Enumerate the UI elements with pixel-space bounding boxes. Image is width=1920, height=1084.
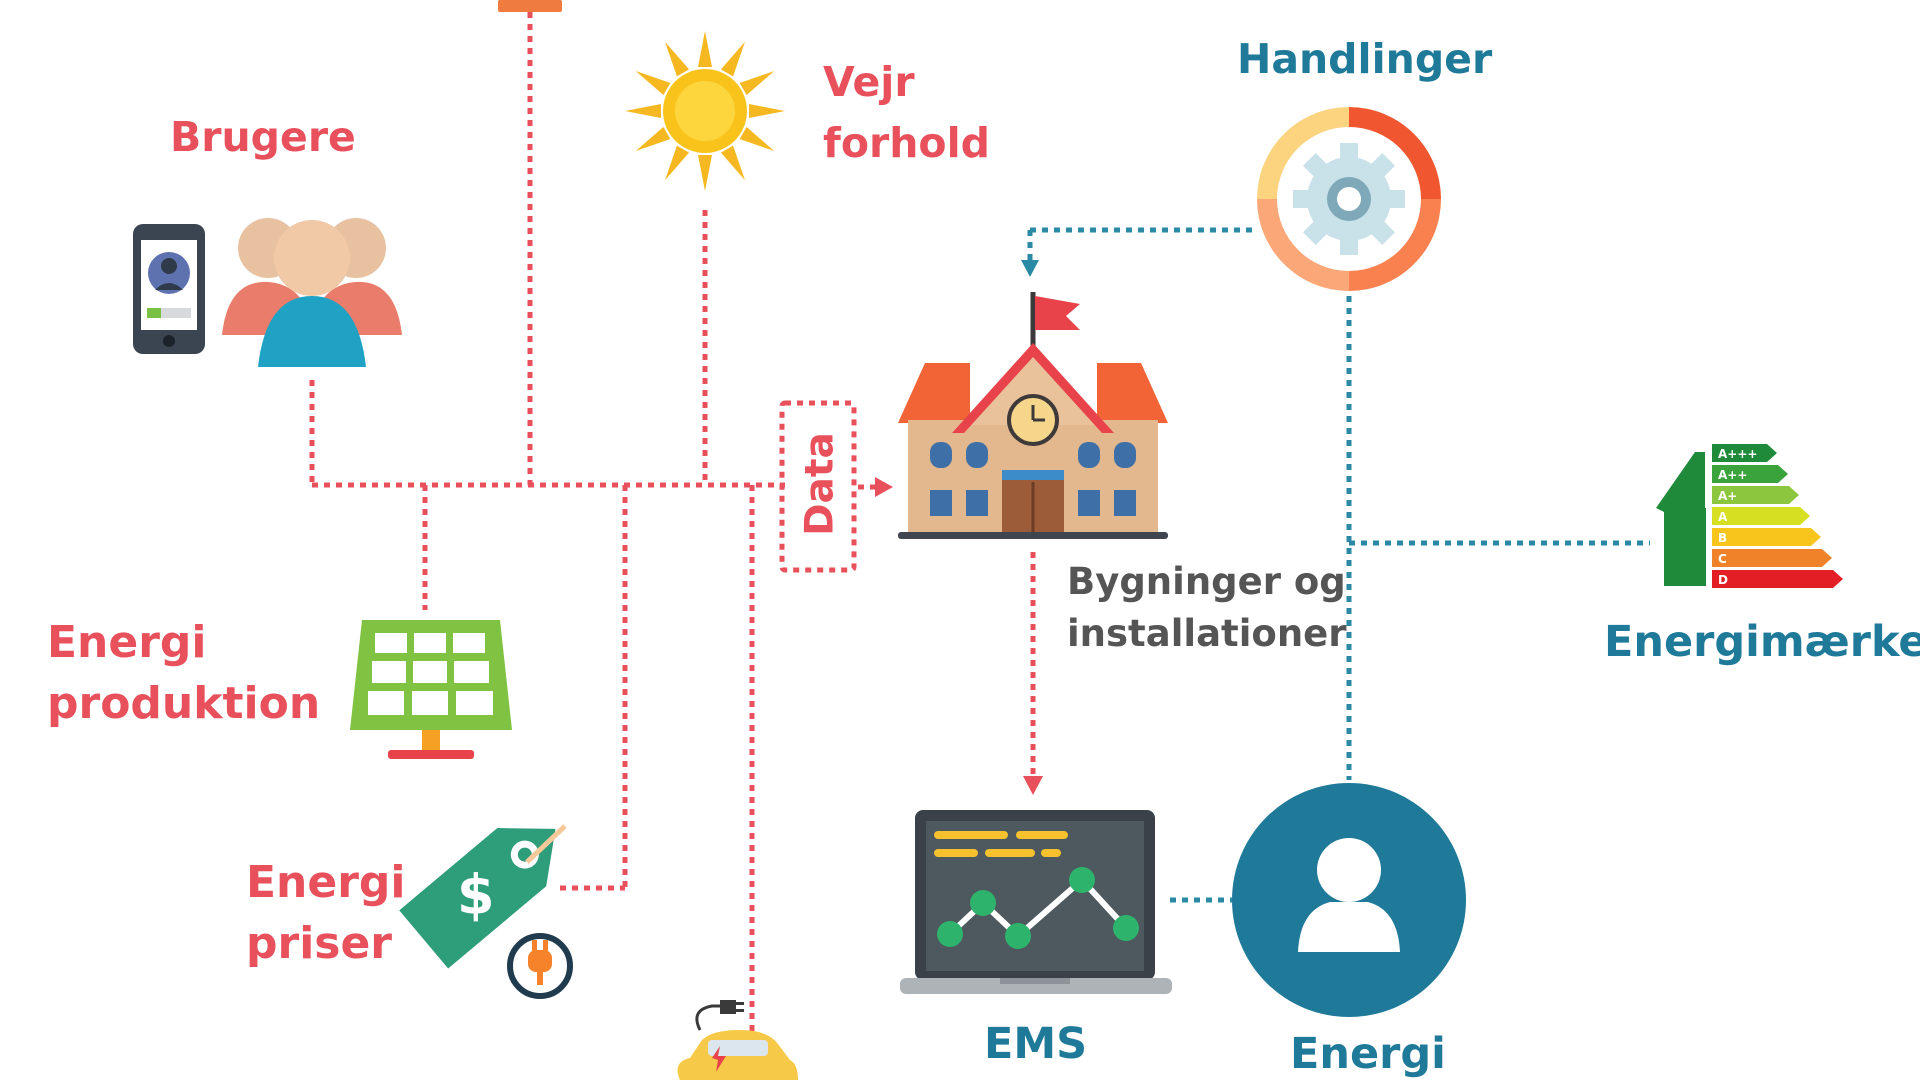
arrow-to-building bbox=[875, 477, 893, 497]
sun-icon bbox=[625, 31, 785, 191]
label-ems: EMS bbox=[984, 1018, 1087, 1072]
label-bygninger-line1: Bygninger og bbox=[1067, 556, 1347, 608]
laptop-chart-icon bbox=[900, 810, 1172, 994]
label-bygninger-line2: installationer bbox=[1067, 608, 1347, 660]
energy-rating-label: B bbox=[1718, 531, 1727, 545]
energy-rating-bar bbox=[1712, 570, 1843, 588]
users-icon bbox=[222, 218, 402, 367]
label-handlinger: Handlinger bbox=[1237, 34, 1492, 85]
energy-rating-label: D bbox=[1718, 573, 1728, 587]
svg-text:$: $ bbox=[457, 864, 495, 927]
label-energi-priser-line2: priser bbox=[246, 913, 406, 974]
energy-rating-label: A+++ bbox=[1718, 447, 1757, 461]
person-icon bbox=[1232, 783, 1466, 1017]
label-vejr-line1: Vejr bbox=[823, 52, 990, 113]
label-energi: Energi bbox=[1290, 1028, 1446, 1082]
energy-rating-bar bbox=[1712, 549, 1832, 567]
label-energi-produktion-line2: produktion bbox=[47, 673, 320, 734]
energy-rating-bar bbox=[1712, 528, 1821, 546]
arrow-to-ems bbox=[1023, 776, 1043, 795]
plug-icon bbox=[510, 936, 570, 996]
label-data: Data bbox=[798, 432, 843, 536]
electric-car-icon bbox=[678, 1000, 798, 1080]
top-partial-icon bbox=[498, 0, 562, 12]
label-bygninger: Bygninger og installationer bbox=[1067, 556, 1347, 660]
energy-rating-label: C bbox=[1718, 552, 1727, 566]
label-energi-priser: Energi priser bbox=[246, 852, 406, 974]
label-energi-produktion-line1: Energi bbox=[47, 612, 320, 673]
school-building-icon bbox=[898, 292, 1168, 539]
energy-rating-label: A bbox=[1718, 510, 1728, 524]
label-energi-produktion: Energi produktion bbox=[47, 612, 320, 734]
energy-rating-label: A+ bbox=[1718, 489, 1737, 503]
gear-ring-icon bbox=[1257, 107, 1441, 291]
label-brugere: Brugere bbox=[170, 112, 356, 163]
solar-panel-icon bbox=[350, 620, 512, 759]
label-energimaerker: Energimærker bbox=[1604, 616, 1920, 670]
energy-rating-label: A++ bbox=[1718, 468, 1747, 482]
label-data-box: Data bbox=[790, 404, 850, 564]
arrow-to-building-teal bbox=[1021, 260, 1039, 277]
phone-icon bbox=[133, 224, 205, 354]
label-vejrforhold: Vejr forhold bbox=[823, 52, 990, 174]
label-energi-priser-line1: Energi bbox=[246, 852, 406, 913]
label-vejr-line2: forhold bbox=[823, 113, 990, 174]
